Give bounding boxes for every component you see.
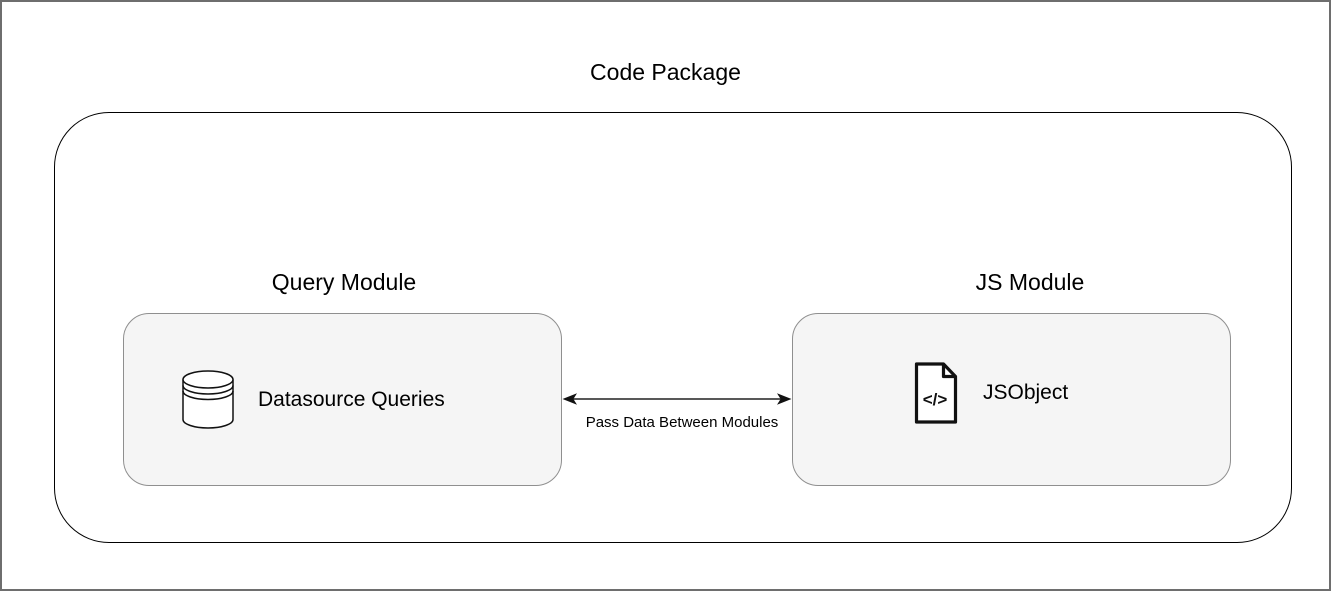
bidirectional-arrow: [562, 393, 792, 405]
query-module-label: Query Module: [271, 269, 417, 295]
arrow-head-left: [562, 393, 577, 405]
jsobject-label: JSObject: [983, 380, 1069, 404]
code-package-container: [54, 112, 1292, 543]
datasource-queries-node: Datasource Queries: [123, 313, 562, 486]
code-glyph: </>: [923, 390, 948, 409]
datasource-queries-label: Datasource Queries: [258, 387, 445, 411]
jsobject-node: </> JSObject: [792, 313, 1231, 486]
js-module-label: JS Module: [975, 269, 1085, 295]
code-file-icon: </>: [914, 361, 958, 424]
diagram-title: Code Package: [590, 59, 741, 85]
database-icon: [182, 369, 234, 429]
connector-label: Pass Data Between Modules: [585, 414, 779, 431]
arrow-head-right: [777, 393, 792, 405]
